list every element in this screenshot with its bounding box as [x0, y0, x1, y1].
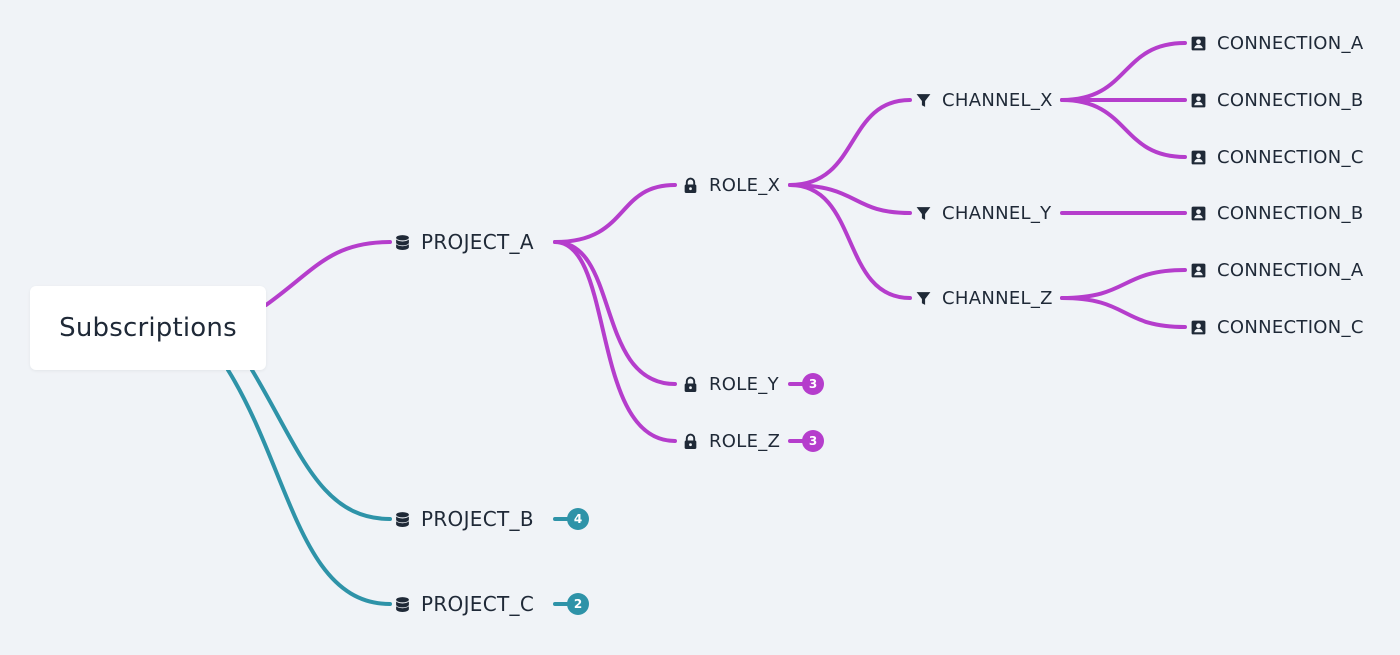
connection-node[interactable]: CONNECTION_A: [1188, 28, 1363, 58]
channel-label: CHANNEL_Y: [942, 202, 1052, 224]
filter-icon: [913, 90, 933, 110]
lock-icon: [680, 431, 700, 451]
collapsed-count-badge-role-y[interactable]: 3: [802, 373, 824, 395]
edge-project-a-role-z: [553, 240, 677, 443]
role-label: ROLE_X: [709, 174, 781, 196]
contact-card-icon: [1188, 317, 1208, 337]
role-node-z[interactable]: ROLE_Z: [680, 426, 780, 456]
collapsed-count-badge-project-b[interactable]: 4: [567, 508, 589, 530]
database-icon: [392, 509, 412, 529]
project-node-a[interactable]: PROJECT_A: [392, 227, 534, 257]
project-label: PROJECT_B: [421, 507, 534, 531]
connection-node[interactable]: CONNECTION_C: [1188, 312, 1364, 342]
project-label: PROJECT_C: [421, 592, 535, 616]
connection-label: CONNECTION_C: [1217, 316, 1364, 338]
connection-node[interactable]: CONNECTION_A: [1188, 255, 1363, 285]
edge-project-a-role-x: [553, 183, 677, 244]
filter-icon: [913, 203, 933, 223]
contact-card-icon: [1188, 147, 1208, 167]
edge-root-project-a: [264, 240, 392, 307]
role-node-y[interactable]: ROLE_Y: [680, 369, 779, 399]
connection-node[interactable]: CONNECTION_B: [1188, 198, 1364, 228]
connection-label: CONNECTION_A: [1217, 259, 1364, 281]
role-label: ROLE_Y: [709, 373, 779, 395]
channel-label: CHANNEL_Z: [942, 287, 1053, 309]
edge-channel-x-connection-c: [1060, 98, 1187, 159]
database-icon: [392, 594, 412, 614]
channel-node-z[interactable]: CHANNEL_Z: [913, 283, 1053, 313]
role-node-x[interactable]: ROLE_X: [680, 170, 780, 200]
project-node-b[interactable]: PROJECT_B: [392, 504, 534, 534]
connection-label: CONNECTION_B: [1217, 89, 1364, 111]
edge-channel-z-connection-a: [1060, 268, 1187, 300]
connection-label: CONNECTION_B: [1217, 202, 1364, 224]
contact-card-icon: [1188, 260, 1208, 280]
connection-label: CONNECTION_C: [1217, 146, 1364, 168]
root-node-subscriptions[interactable]: Subscriptions: [30, 286, 266, 370]
lock-icon: [680, 175, 700, 195]
edge-channel-z-connection-c: [1060, 296, 1187, 329]
collapsed-count-badge-project-c[interactable]: 2: [567, 593, 589, 615]
edge-role-x-channel-x: [788, 98, 912, 187]
collapsed-count-badge-role-z[interactable]: 3: [802, 430, 824, 452]
project-node-c[interactable]: PROJECT_C: [392, 589, 534, 619]
edge-channel-x-connection-a: [1060, 41, 1187, 102]
role-label: ROLE_Z: [709, 430, 781, 452]
channel-node-y[interactable]: CHANNEL_Y: [913, 198, 1051, 228]
contact-card-icon: [1188, 33, 1208, 53]
channel-node-x[interactable]: CHANNEL_X: [913, 85, 1053, 115]
channel-label: CHANNEL_X: [942, 89, 1053, 111]
connection-node[interactable]: CONNECTION_C: [1188, 142, 1364, 172]
root-node-label: Subscriptions: [59, 313, 237, 343]
edge-project-a-role-y: [553, 240, 677, 386]
edge-root-project-b: [250, 368, 392, 521]
contact-card-icon: [1188, 203, 1208, 223]
connection-label: CONNECTION_A: [1217, 32, 1364, 54]
edge-role-x-channel-z: [788, 183, 912, 300]
lock-icon: [680, 374, 700, 394]
database-icon: [392, 232, 412, 252]
filter-icon: [913, 288, 933, 308]
project-label: PROJECT_A: [421, 230, 534, 254]
connection-node[interactable]: CONNECTION_B: [1188, 85, 1364, 115]
edge-role-x-channel-y: [788, 183, 912, 215]
contact-card-icon: [1188, 90, 1208, 110]
edge-root-project-c: [226, 368, 392, 606]
